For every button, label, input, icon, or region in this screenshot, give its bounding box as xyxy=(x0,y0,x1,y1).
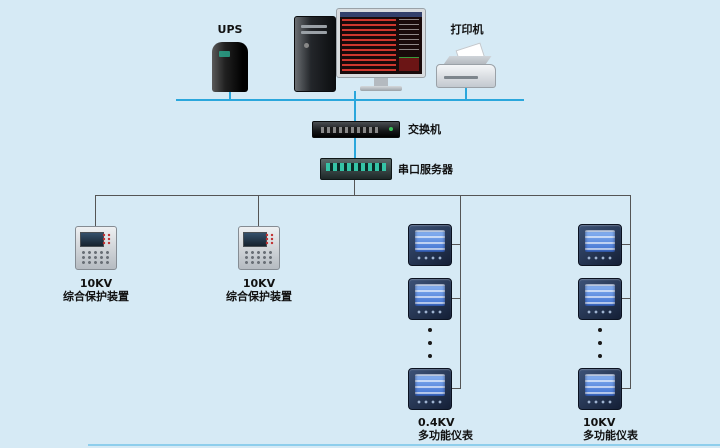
ellipsis-dot xyxy=(598,328,602,332)
switch-ports xyxy=(321,127,379,133)
multifunction-meter xyxy=(408,368,452,410)
meter-stub-line xyxy=(622,244,631,245)
switch-device xyxy=(312,121,400,138)
ups-drop-line xyxy=(229,92,231,100)
serial-drop-line xyxy=(354,180,355,196)
drive-bay xyxy=(301,25,327,28)
multifunction-meter xyxy=(408,278,452,320)
screen-side-rows xyxy=(399,19,419,54)
protection-center-kv: 10KV xyxy=(242,277,276,290)
protection-leds xyxy=(265,233,275,245)
ups-label: UPS xyxy=(217,23,243,36)
ups-display xyxy=(219,51,230,57)
printer-device xyxy=(436,42,496,88)
screen-chart xyxy=(399,57,419,71)
meter-buttons xyxy=(587,255,613,261)
protection-left-name: 综合保护装置 xyxy=(63,290,129,303)
monitor-screen xyxy=(340,12,422,74)
drive-bay xyxy=(301,31,327,34)
meters-right-kv: 10KV xyxy=(583,416,616,429)
bottom-accent-line xyxy=(88,444,720,446)
meter-buttons xyxy=(417,399,443,405)
meter-stub-line xyxy=(622,298,631,299)
branch-bus-line xyxy=(95,195,631,196)
ellipsis-dot xyxy=(598,354,602,358)
serial-server-device xyxy=(320,158,392,180)
computer-to-switch-line xyxy=(354,91,356,121)
meters-right-name: 多功能仪表 xyxy=(583,429,638,442)
ellipsis-dot xyxy=(598,341,602,345)
meter-screen xyxy=(585,374,615,396)
ellipsis-dot xyxy=(428,354,432,358)
protection-screen xyxy=(243,232,267,247)
meter-screen xyxy=(415,284,445,306)
printer-drop-line xyxy=(465,86,467,100)
meter-screen xyxy=(585,284,615,306)
ellipsis-dot xyxy=(428,328,432,332)
multifunction-meter xyxy=(578,368,622,410)
power-button xyxy=(304,43,309,48)
meters-right-label: 10KV 多功能仪表 xyxy=(583,416,673,442)
meters-right-riser-line xyxy=(630,195,631,389)
meter-screen xyxy=(415,374,445,396)
multifunction-meter xyxy=(408,224,452,266)
switch-to-serial-line xyxy=(354,138,356,158)
screen-data-rows xyxy=(342,19,396,71)
meter-stub-line xyxy=(452,388,461,389)
network-bus-line xyxy=(176,99,524,101)
meter-stub-line xyxy=(622,388,631,389)
meter-screen xyxy=(585,230,615,252)
printer-label: 打印机 xyxy=(450,23,484,36)
meter-stub-line xyxy=(452,298,461,299)
printer-output-slot xyxy=(444,76,478,79)
protection-buttons xyxy=(81,250,111,264)
protection-left-drop-line xyxy=(95,195,96,226)
meters-left-kv: 0.4KV xyxy=(418,416,455,429)
meters-left-label: 0.4KV 多功能仪表 xyxy=(418,416,508,442)
meter-buttons xyxy=(417,255,443,261)
multifunction-meter xyxy=(578,278,622,320)
protection-center-label: 10KV 综合保护装置 xyxy=(209,277,309,303)
meter-buttons xyxy=(417,309,443,315)
ups-device xyxy=(212,42,248,92)
switch-led xyxy=(389,127,393,131)
protection-left-kv: 10KV xyxy=(79,277,113,290)
monitor xyxy=(336,8,426,78)
protection-center-name: 综合保护装置 xyxy=(226,290,292,303)
serial-server-label: 串口服务器 xyxy=(398,163,453,176)
protection-device xyxy=(75,226,117,270)
protection-leds xyxy=(102,233,112,245)
meter-buttons xyxy=(587,399,613,405)
protection-buttons xyxy=(244,250,274,264)
serial-server-ports xyxy=(326,163,386,171)
meter-buttons xyxy=(587,309,613,315)
monitor-base xyxy=(360,86,402,91)
switch-label: 交换机 xyxy=(408,123,441,136)
monitor-stand xyxy=(374,78,388,87)
meters-left-riser-line xyxy=(460,195,461,389)
protection-screen xyxy=(80,232,104,247)
screen-titlebar xyxy=(340,12,422,17)
multifunction-meter xyxy=(578,224,622,266)
protection-center-drop-line xyxy=(258,195,259,226)
meters-left-name: 多功能仪表 xyxy=(418,429,473,442)
ellipsis-dot xyxy=(428,341,432,345)
protection-left-label: 10KV 综合保护装置 xyxy=(46,277,146,303)
meter-stub-line xyxy=(452,244,461,245)
protection-device xyxy=(238,226,280,270)
computer-tower xyxy=(294,16,336,92)
meter-screen xyxy=(415,230,445,252)
